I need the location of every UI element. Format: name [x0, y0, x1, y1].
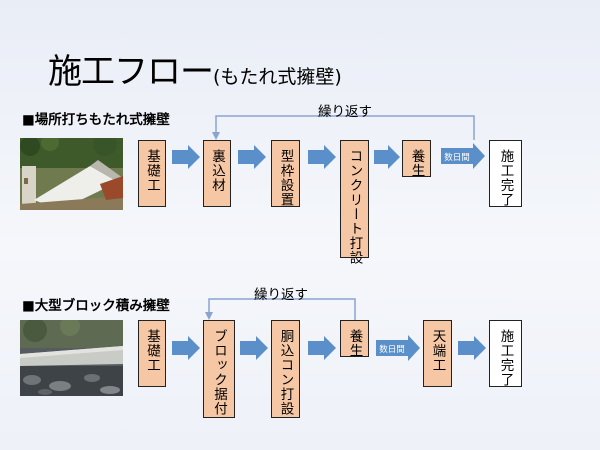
flow2-heading: ■大型ブロック積み擁壁 [22, 298, 170, 314]
flow1-step-concrete-pour: コンクリート打設 [340, 140, 369, 265]
flow2-arrow-interval: 数日間 [376, 335, 420, 361]
flow2-arrow-3 [308, 336, 336, 360]
flow1-arrow-4 [374, 145, 400, 169]
flow2-step-foundation: 基礎工 [138, 320, 166, 387]
title-subtitle: (もたれ式擁壁) [213, 66, 342, 88]
flow1-arrow-2 [238, 145, 266, 169]
flow1-step-backfill: 裏込材 [203, 140, 231, 207]
flow2-step-backfill-concrete: 胴込コン打設 [271, 320, 300, 418]
flow2-arrow-1 [172, 336, 200, 360]
flow2-step-curing: 養生 [340, 320, 369, 358]
flow1-step-complete: 施工完了 [489, 140, 522, 207]
retaining-wall-photo-2 [20, 320, 123, 396]
flow1-interval-label: 数日間 [444, 153, 470, 163]
flow2-interval-label: 数日間 [379, 345, 405, 355]
flow1-arrow-3 [308, 145, 336, 169]
flow1-step-curing: 養生 [402, 140, 431, 178]
flow2-arrow-5 [458, 336, 486, 360]
flow2-repeat-label: 繰り返す [254, 287, 308, 303]
flow2-step-complete: 施工完了 [489, 320, 522, 387]
flow2-step-block-placement: ブロック据付 [203, 320, 235, 418]
flow2-step-crown-work: 天端工 [423, 320, 452, 387]
flow1-step-formwork: 型枠設置 [271, 140, 300, 207]
retaining-wall-photo-1 [20, 138, 123, 210]
flow1-arrow-interval: 数日間 [441, 143, 485, 169]
page-title: 施工フロー(もたれ式擁壁) [48, 44, 342, 93]
title-main: 施工フロー [48, 52, 214, 92]
flow2-arrow-2 [240, 336, 268, 360]
flow1-repeat-label: 繰り返す [318, 104, 372, 120]
flow1-step-foundation: 基礎工 [138, 140, 166, 207]
flow1-arrow-1 [172, 145, 200, 169]
flow1-heading: ■場所打ちもたれ式擁壁 [22, 112, 170, 128]
